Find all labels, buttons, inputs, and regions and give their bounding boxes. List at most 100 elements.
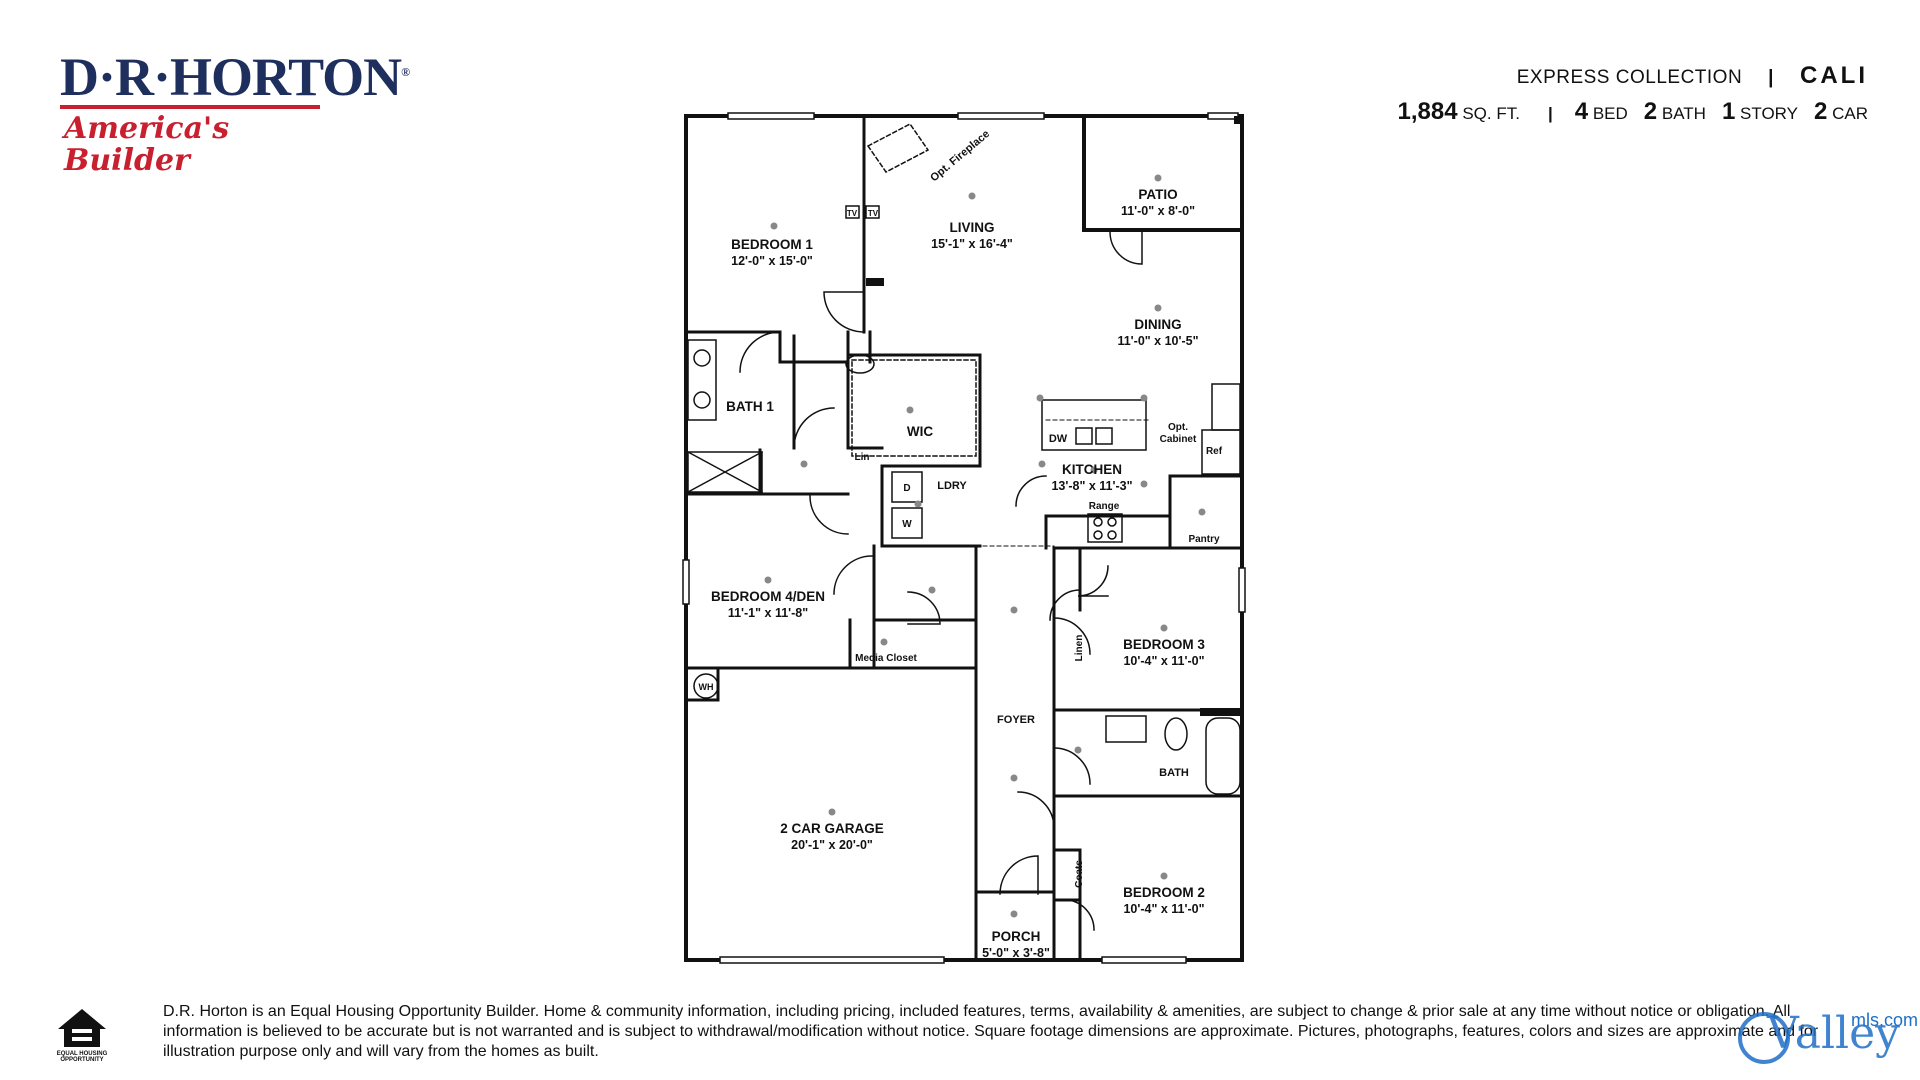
sqft-unit: SQ. FT. <box>1462 104 1520 123</box>
room-dim-living: 15'-1" x 16'-4" <box>931 237 1013 251</box>
room-markers <box>764 174 1206 918</box>
window <box>1101 956 1187 964</box>
room-label-garage: 2 CAR GARAGE <box>780 821 884 836</box>
tv-icon <box>845 205 860 219</box>
room-label-kitchen: KITCHEN <box>1062 462 1122 477</box>
room-dim-bedroom1: 12'-0" x 15'-0" <box>731 254 813 268</box>
ref-label: Ref <box>1206 446 1223 457</box>
kitchen-island <box>1041 399 1147 451</box>
garage-door <box>719 956 945 964</box>
burner <box>1093 530 1103 540</box>
wall-block <box>1234 116 1242 124</box>
opt-cabinet <box>1211 383 1241 431</box>
brand-rule <box>60 105 320 109</box>
interior-walls <box>684 114 1244 962</box>
room-label-foyer: FOYER <box>997 714 1035 726</box>
wall-block <box>866 278 884 286</box>
brand-name: D·R·HORTON® <box>60 46 410 104</box>
window <box>727 112 815 120</box>
wh-label: WH <box>699 682 714 692</box>
shower <box>687 451 763 493</box>
toilet-icon <box>845 354 875 374</box>
brand-tagline: America's Builder <box>64 111 230 178</box>
fireplace-label: Opt. Fireplace <box>928 128 992 184</box>
refrigerator <box>1201 429 1241 475</box>
opt-cabinet-label-1: Opt. <box>1168 422 1188 433</box>
tv-label: TV <box>847 209 858 218</box>
room-label-patio: PATIO <box>1138 187 1177 202</box>
washer-icon <box>891 507 923 539</box>
baths-value: 2 <box>1643 98 1658 125</box>
sink-icon <box>693 391 711 409</box>
bath1-vanity <box>687 339 717 421</box>
plan-name: CALI <box>1800 62 1868 89</box>
sink-icon <box>1075 427 1093 445</box>
beds-unit: BED <box>1592 104 1628 123</box>
room-dim-bedroom2: 10'-4" x 11'-0" <box>1123 902 1204 916</box>
room-dim-bedroom4: 11'-1" x 11'-8" <box>728 606 808 620</box>
garage-value: 2 <box>1814 98 1828 125</box>
collection-name: EXPRESS COLLECTION <box>1516 67 1743 88</box>
opt-cabinet-label-2: Cabinet <box>1160 434 1197 445</box>
doors <box>739 231 1143 931</box>
media-closet-label: Media Closet <box>855 653 917 664</box>
brand-name-text: D·R·HORTON <box>60 47 402 107</box>
brand-logo: D·R·HORTON® America's Builder <box>60 46 410 178</box>
sqft-value: 1,884 <box>1397 98 1458 125</box>
linen-closet-label: Lin <box>855 452 870 463</box>
coats-label: Coats <box>1074 860 1085 888</box>
equal-housing-logo: EQUAL HOUSING OPPORTUNITY <box>52 1003 112 1063</box>
room-label-ldry: LDRY <box>937 480 967 492</box>
watermark-brand: Valley <box>1766 1008 1900 1059</box>
room-dim-kitchen: 13'-8" x 11'-3" <box>1051 479 1132 493</box>
room-dim-porch: 5'-0" x 3'-8" <box>982 946 1050 960</box>
plan-title-row: EXPRESS COLLECTION | CALI <box>1398 62 1868 90</box>
garage-unit: CAR <box>1832 104 1868 123</box>
sink-icon <box>1105 715 1147 743</box>
room-label-dining: DINING <box>1134 317 1181 332</box>
tv-icon <box>865 205 880 219</box>
room-dim-patio: 11'-0" x 8'-0" <box>1121 204 1195 218</box>
room-label-living: LIVING <box>949 220 994 235</box>
fireplace-icon <box>866 123 930 173</box>
room-label-bedroom4: BEDROOM 4/DEN <box>711 589 825 604</box>
room-label-bedroom3: BEDROOM 3 <box>1123 637 1205 652</box>
toilet-icon <box>1164 717 1188 751</box>
house-icon: EQUAL HOUSING OPPORTUNITY <box>57 1009 108 1063</box>
plan-specs-row: 1,884 SQ. FT. | 4 BED 2 BATH 1 STORY 2 C… <box>1398 98 1868 126</box>
wic-shelving <box>851 359 977 457</box>
room-label-bath1: BATH 1 <box>726 399 774 414</box>
window <box>1207 112 1239 120</box>
stories-value: 1 <box>1721 98 1736 125</box>
beds-value: 4 <box>1574 98 1589 125</box>
tv-label: TV <box>868 209 879 218</box>
room-label-wic: WIC <box>907 424 933 439</box>
window <box>1238 567 1246 613</box>
brand-trademark: ® <box>401 65 410 79</box>
room-label-bedroom2: BEDROOM 2 <box>1123 885 1205 900</box>
bathtub-icon <box>1205 717 1241 795</box>
room-label-porch: PORCH <box>992 929 1041 944</box>
wall-block <box>1200 708 1240 716</box>
plan-header: EXPRESS COLLECTION | CALI 1,884 SQ. FT. … <box>1398 62 1868 126</box>
window <box>682 559 690 605</box>
window <box>957 112 1045 120</box>
header-separator: | <box>1768 67 1774 88</box>
room-dim-bedroom3: 10'-4" x 11'-0" <box>1123 654 1204 668</box>
room-dim-garage: 20'-1" x 20'-0" <box>791 838 873 852</box>
dw-label: DW <box>1049 433 1068 445</box>
watermark-site: mls.com <box>1851 1010 1918 1030</box>
range-icon <box>1087 513 1123 543</box>
watermark-logo-icon <box>1738 1012 1790 1064</box>
burner <box>1107 530 1117 540</box>
baths-unit: BATH <box>1661 104 1706 123</box>
disclaimer-text: D.R. Horton is an Equal Housing Opportun… <box>163 1003 1819 1060</box>
burner <box>1107 517 1117 527</box>
shower-drain <box>686 450 764 494</box>
dryer-label: D <box>903 483 910 494</box>
linen-label: Linen <box>1074 635 1085 662</box>
burner <box>1093 517 1103 527</box>
room-dim-dining: 11'-0" x 10'-5" <box>1117 334 1198 348</box>
sink-icon <box>1095 427 1113 445</box>
room-label-bedroom1: BEDROOM 1 <box>731 237 813 252</box>
